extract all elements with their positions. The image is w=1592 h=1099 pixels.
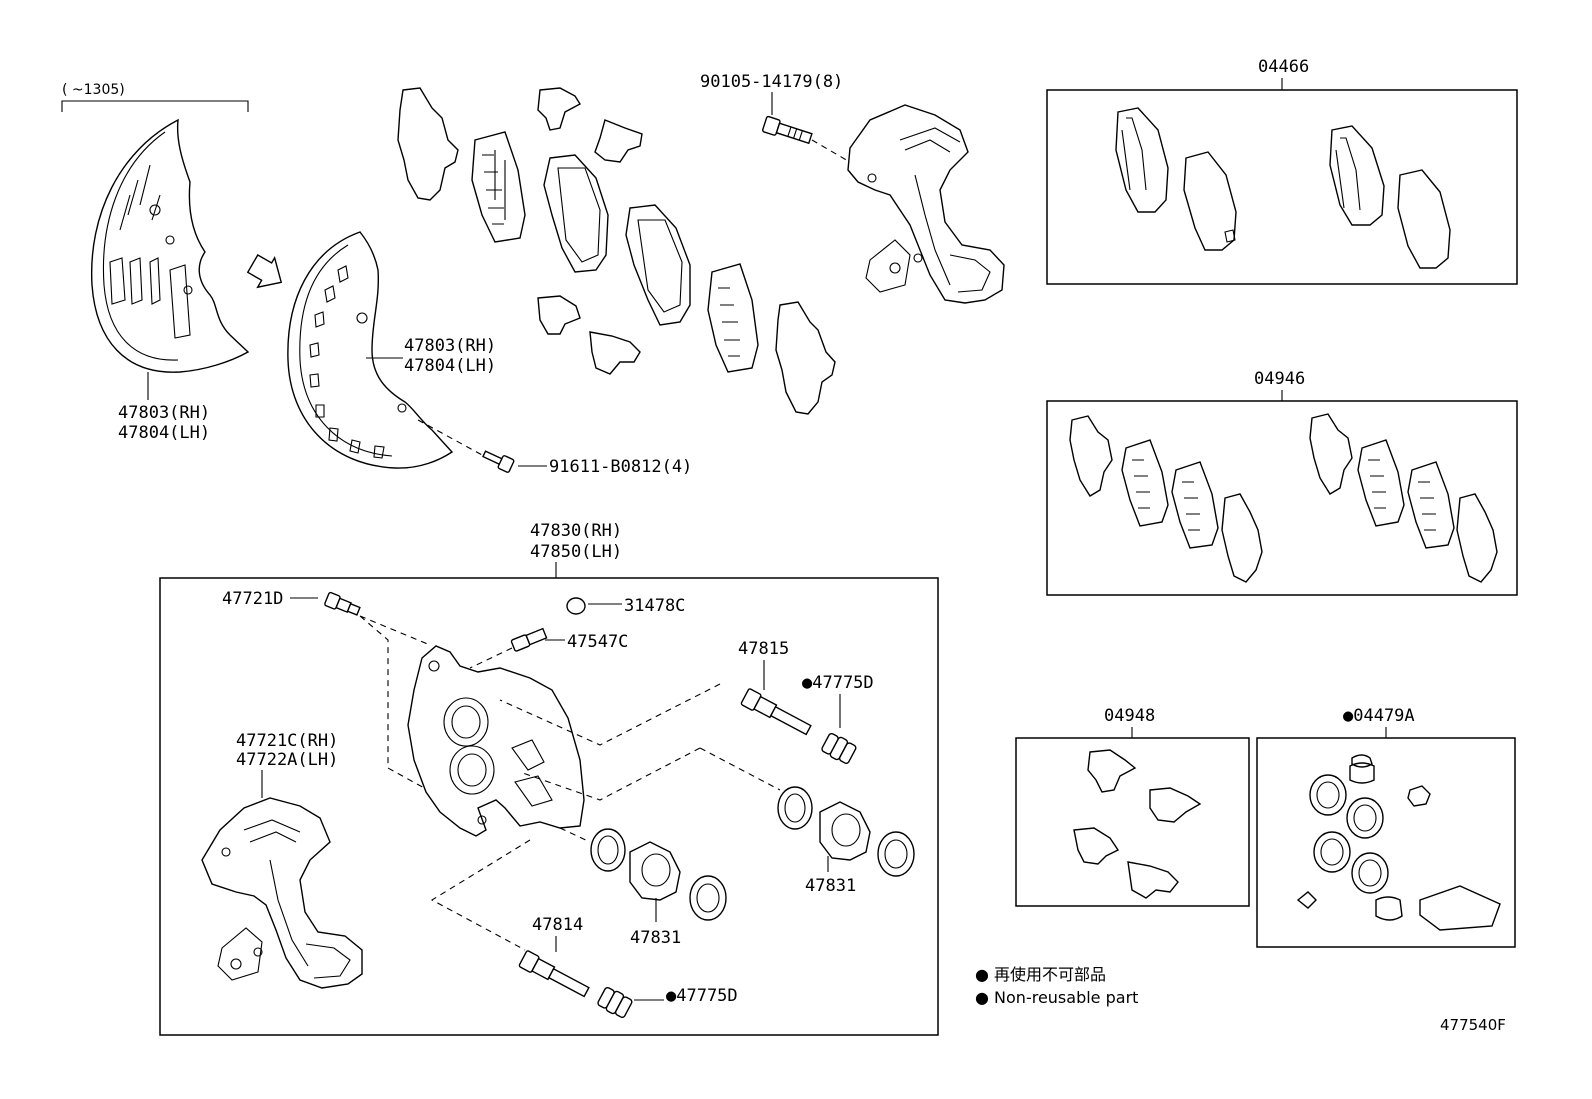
pad-clip-upper-1-icon: [537, 87, 581, 131]
dust-cover-new-icon: [287, 231, 454, 469]
brake-pad-inner-2-icon: [625, 204, 691, 326]
piston-right-icon: [819, 801, 871, 861]
kit-04948-box: [1015, 737, 1250, 907]
kit-04946-label: 04946: [1254, 369, 1305, 389]
shield-old-rh-label: 47803(RH): [118, 403, 210, 423]
kit-04479a-label: ●04479A: [1343, 706, 1415, 726]
legend-japanese: ● 再使用不可部品: [975, 965, 1106, 984]
bushing-47547c-label: 47547C: [567, 632, 628, 652]
bolt-support-label: 90105-14179(8): [700, 72, 843, 92]
date-range-bracket: ( ~1305): [61, 82, 249, 112]
boot-bottom-label: ●47775D: [666, 986, 738, 1006]
pin-47815-label: 47815: [738, 639, 789, 659]
bleeder-plug-icon: [324, 591, 361, 616]
dust-cover-old-icon: [90, 118, 250, 373]
piston-seal-right-2-icon: [877, 831, 915, 877]
piston-right-label: 47831: [805, 876, 856, 896]
caliper-support-upper-icon: [847, 104, 1005, 304]
pad-clip-upper-2-icon: [594, 119, 643, 163]
support-bolt-icon: [762, 115, 813, 145]
caliper-body-icon: [407, 645, 585, 837]
kit-04466-label: 04466: [1258, 57, 1309, 77]
brake-pad-inner-1-icon: [543, 154, 609, 273]
piston-seal-left-1-icon: [590, 828, 626, 872]
brake-pad-outer-icon: [471, 131, 526, 243]
pad-clip-lower-1-icon: [537, 295, 581, 335]
shield-screw-icon: [482, 450, 515, 473]
support-lh-label: 47722A(LH): [236, 750, 338, 770]
caliper-support-lower-icon: [201, 797, 363, 989]
pin-boot-lower-icon: [597, 986, 633, 1018]
caliper-rh-label: 47830(RH): [530, 521, 622, 541]
kit-04946-box: [1046, 400, 1518, 596]
caliper-lh-label: 47850(LH): [530, 542, 622, 562]
kit-04946-pads-icon: [1069, 413, 1498, 583]
kit-04948-clips-icon: [1073, 749, 1202, 899]
shield-new-rh-label: 47803(RH): [404, 336, 496, 356]
bushing-47547c-icon: [510, 627, 548, 652]
caliper-assembly-box: [159, 577, 939, 1036]
piston-seal-right-1-icon: [777, 786, 813, 830]
piston-seal-left-2-icon: [689, 875, 727, 921]
pin-47814-label: 47814: [532, 915, 583, 935]
boot-top-label: ●47775D: [802, 673, 874, 693]
piston-left-icon: [629, 841, 681, 901]
kit-04948-label: 04948: [1104, 706, 1155, 726]
support-rh-label: 47721C(RH): [236, 731, 338, 751]
bleeder-cap-label: 31478C: [624, 596, 685, 616]
replacement-arrow-icon: [246, 254, 283, 289]
shield-old-lh-label: 47804(LH): [118, 423, 210, 443]
anti-squeal-shim-2-icon: [775, 301, 836, 415]
illustration-code: 477540F: [1440, 1016, 1506, 1034]
kit-04479a-seals-icon: [1296, 754, 1501, 931]
piston-left-label: 47831: [630, 928, 681, 948]
kit-04479a-box: [1256, 737, 1516, 948]
anti-squeal-shim-icon: [397, 87, 459, 201]
legend-english: ● Non-reusable part: [975, 988, 1138, 1007]
shield-new-lh-label: 47804(LH): [404, 356, 496, 376]
brake-pad-outer-2-icon: [707, 263, 759, 373]
bleeder-cap-icon: [566, 597, 586, 615]
date-range-label: ( ~1305): [62, 82, 125, 98]
kit-04466-pads-icon: [1115, 107, 1451, 269]
screw-shield-label: 91611-B0812(4): [549, 457, 692, 477]
pin-boot-upper-icon: [821, 732, 857, 764]
slide-pin-upper-icon: [740, 688, 812, 736]
slide-pin-lower-icon: [518, 950, 590, 998]
kit-04466-box: [1046, 89, 1518, 285]
pad-clip-lower-2-icon: [589, 331, 641, 375]
bleeder-label: 47721D: [222, 589, 283, 609]
